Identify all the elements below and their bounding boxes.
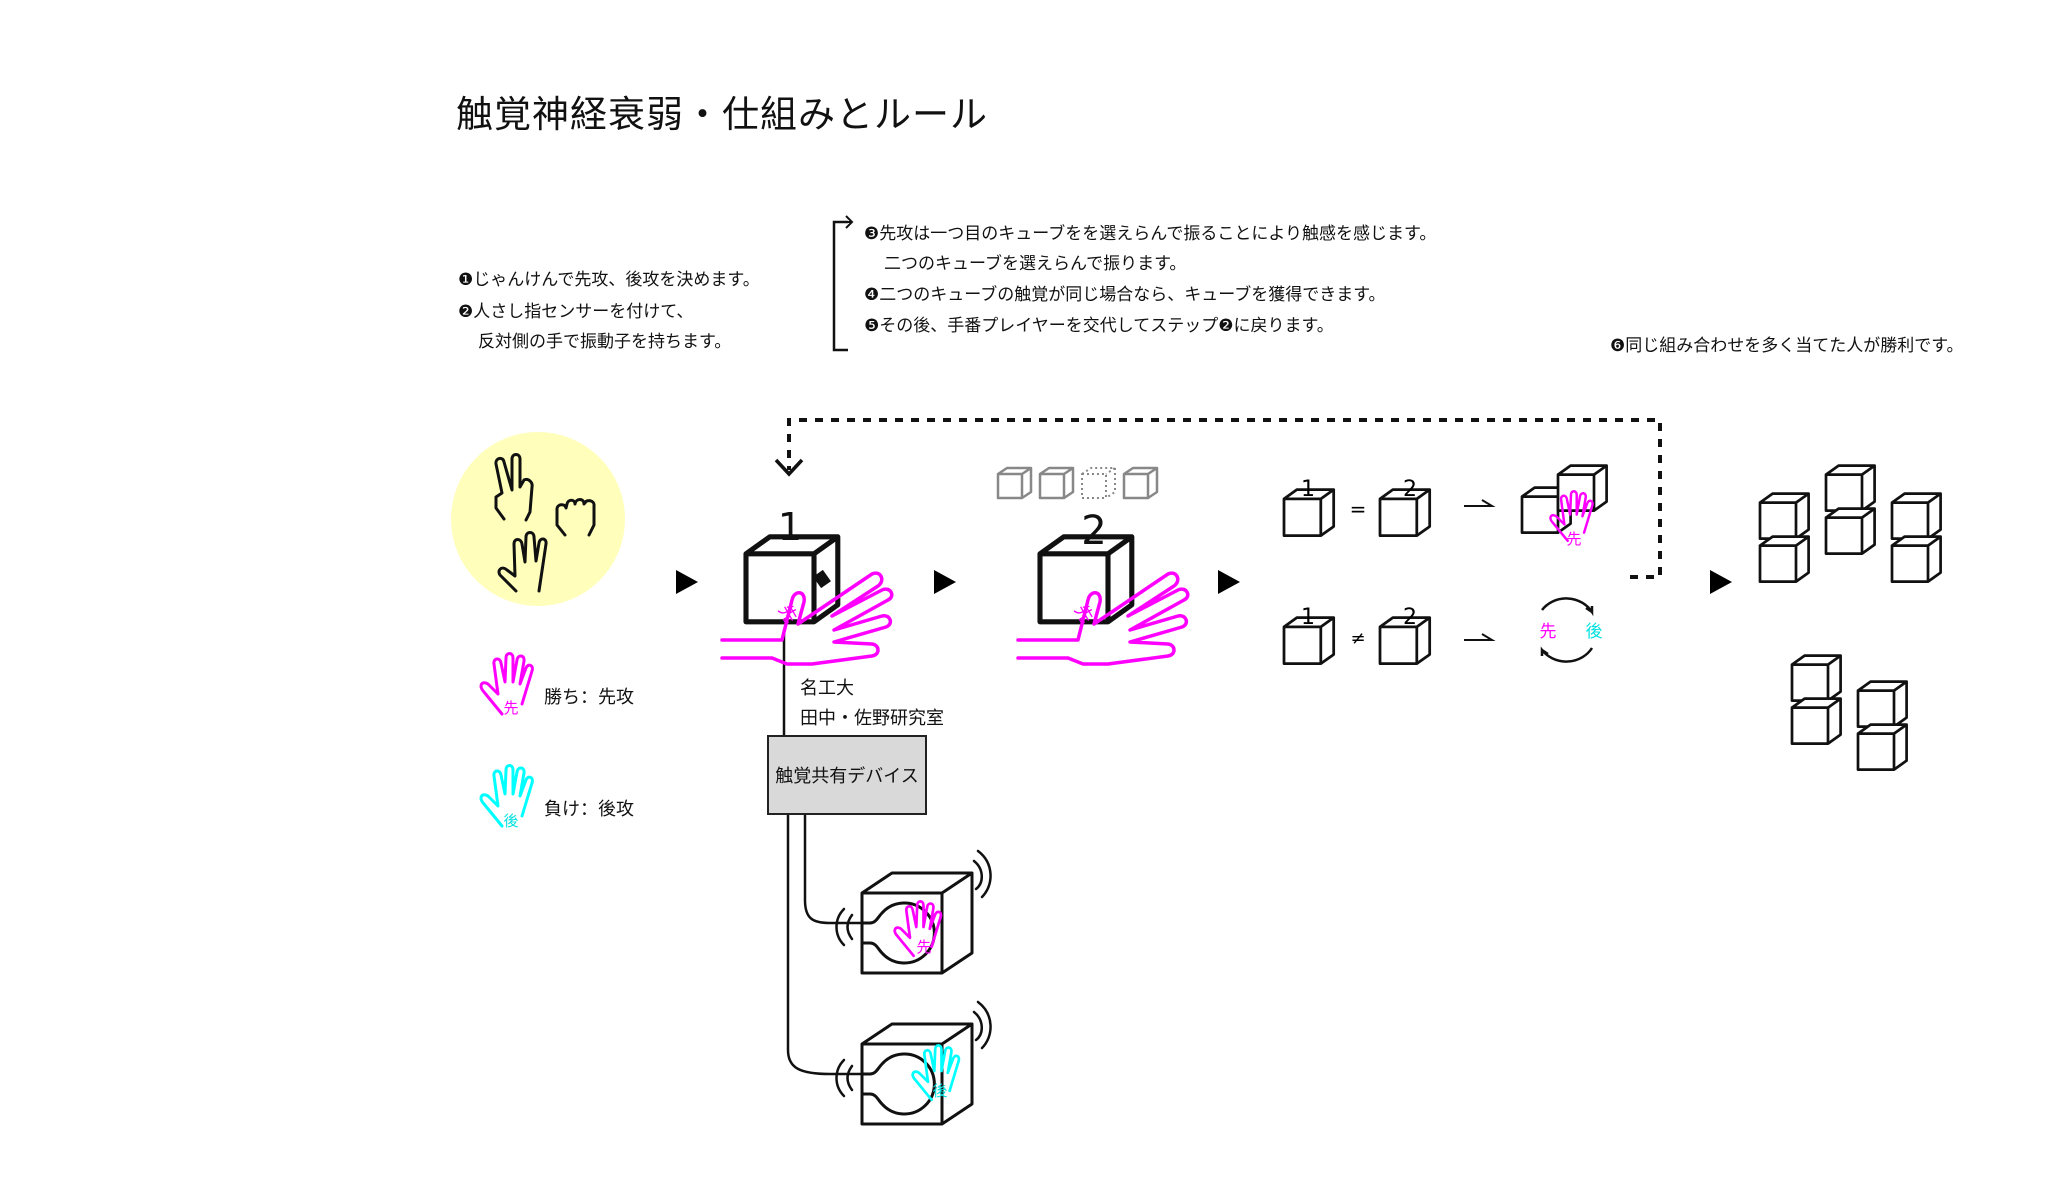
flow-arrow-icon [934, 570, 956, 594]
selected-cube-placeholder-icon [1081, 467, 1116, 499]
cube-number-1: 1 [1301, 477, 1315, 502]
legend-loser-glyph: 後 [503, 812, 518, 830]
step-3-text: ❸先攻は一つ目のキューブをを選えらんで振ることにより触感を感じます。 [864, 224, 1437, 244]
second-cube-selection: 2 先 [1016, 508, 1190, 666]
mismatch-case: 1 ≠ 2 先 後 [1282, 597, 1603, 666]
equal-sign: = [1350, 497, 1367, 521]
janken-circle [451, 432, 625, 606]
result-arrow-icon [1464, 499, 1496, 507]
loop-arrowhead-icon [774, 458, 804, 477]
lab-name-line2: 田中・佐野研究室 [800, 708, 944, 729]
page-title: 触覚神経衰弱・仕組みとルール [456, 93, 988, 136]
step-4-text: ❹二つのキューブの触覚が同じ場合なら、キューブを獲得できます。 [864, 285, 1386, 305]
flow-arrow-icon [676, 570, 698, 594]
swap-turn-icon [1540, 597, 1594, 663]
vibration-device-second [835, 1000, 993, 1126]
small-cube-icon [996, 466, 1033, 500]
small-cube-icon [1038, 466, 1075, 500]
scissors-hand-icon [494, 453, 534, 522]
step-6-text: ❻同じ組み合わせを多く当てた人が勝利です。 [1610, 336, 1964, 356]
result-arrow-icon [1464, 633, 1496, 641]
cube-number-1: 1 [1301, 605, 1315, 630]
step-5-text: ❺その後、手番プレイヤーを交代してステップ❷に戻ります。 [864, 316, 1334, 336]
haptic-device-label: 触覚共有デバイス [775, 766, 919, 787]
small-cube-icon [1122, 466, 1159, 500]
device-cables [786, 815, 862, 1076]
first-cube-number: 1 [778, 505, 802, 549]
first-player-glyph: 先 [1540, 622, 1557, 642]
rock-hand-icon [555, 498, 596, 537]
step-2-text: ❷人さし指センサーを付けて、 [458, 302, 694, 322]
acquired-cubes [1758, 464, 1942, 771]
dashed-return-arrow-icon [787, 418, 1662, 579]
first-cube-selection: 1 先 [720, 505, 894, 735]
flow-arrow-icon [1218, 570, 1240, 594]
hand-glyph-second: 後 [932, 1082, 947, 1100]
hand-glyph-first: 先 [916, 938, 931, 956]
step-2-text-cont: 反対側の手で振動子を持ちます。 [478, 332, 732, 352]
steps-loop-bracket [832, 215, 854, 352]
step-1-text: ❶じゃんけんで先攻、後攻を決めます。 [458, 270, 760, 290]
second-cube-number: 2 [1081, 508, 1106, 554]
cube-number-2: 2 [1403, 477, 1417, 502]
match-case: 1 = 2 先 [1282, 464, 1608, 548]
haptic-device-box: 触覚共有デバイス [767, 735, 927, 815]
step-3-text-cont: 二つのキューブを選えらんで振ります。 [884, 254, 1187, 274]
hand-glyph-first: 先 [1566, 530, 1581, 548]
paper-hand-icon [497, 531, 548, 593]
legend-winner-label: 勝ち：先攻 [544, 687, 634, 708]
legend-winner-glyph: 先 [503, 699, 518, 717]
legend-loser-label: 負け：後攻 [544, 799, 634, 820]
flow-arrow-icon [1710, 570, 1732, 594]
second-player-glyph: 後 [1586, 622, 1603, 642]
cube-number-2: 2 [1403, 605, 1417, 630]
finger-sensor-icon [813, 569, 831, 589]
janken-group [451, 432, 625, 606]
not-equal-sign: ≠ [1350, 628, 1365, 649]
lab-name-line1: 名工大 [800, 678, 854, 699]
remaining-cubes-row [996, 466, 1159, 500]
